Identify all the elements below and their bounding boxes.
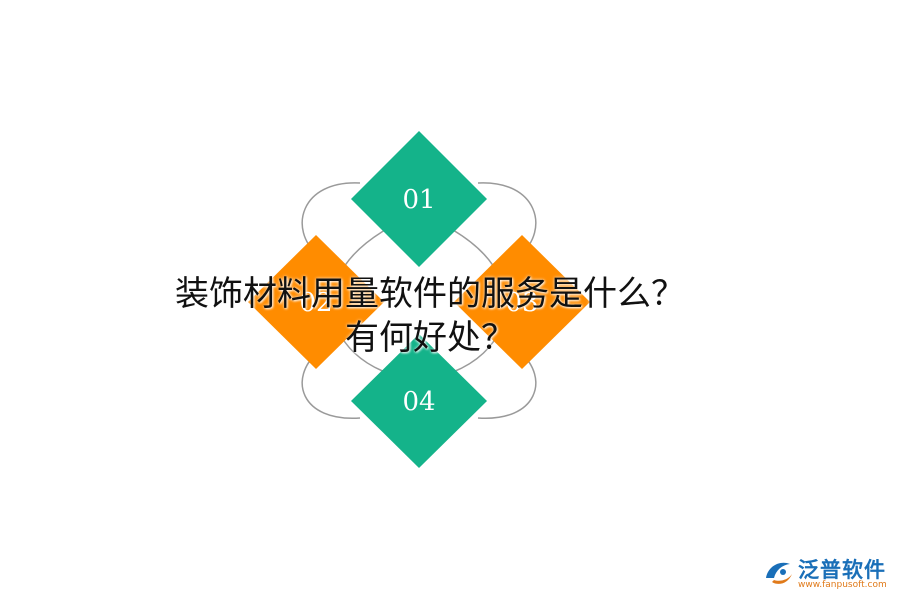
node-02-label: 02 [299, 288, 332, 318]
page-title: 装饰材料用量软件的服务是什么？ 有何好处？ [0, 272, 860, 360]
node-03: 03 [454, 235, 590, 369]
brand-logo-icon [766, 562, 792, 584]
node-03-label: 03 [505, 288, 538, 318]
node-01-diamond [351, 131, 487, 267]
node-04-label: 04 [402, 387, 435, 417]
page-title-line2: 有何好处？ [345, 318, 515, 358]
brand-url: www.fanpusoft.com [798, 580, 887, 590]
node-02: 02 [248, 235, 384, 369]
node-03-diamond [454, 235, 590, 369]
node-04-diamond [351, 334, 487, 468]
brand-name: 泛普软件 [798, 558, 886, 582]
brand-logo: 泛普软件 www.fanpusoft.com [762, 552, 894, 594]
node-04: 04 [351, 334, 487, 468]
page-title-line1: 装饰材料用量软件的服务是什么？ [175, 274, 685, 314]
node-01: 01 [351, 131, 487, 267]
node-01-label: 01 [402, 185, 435, 215]
node-02-diamond [248, 235, 384, 369]
